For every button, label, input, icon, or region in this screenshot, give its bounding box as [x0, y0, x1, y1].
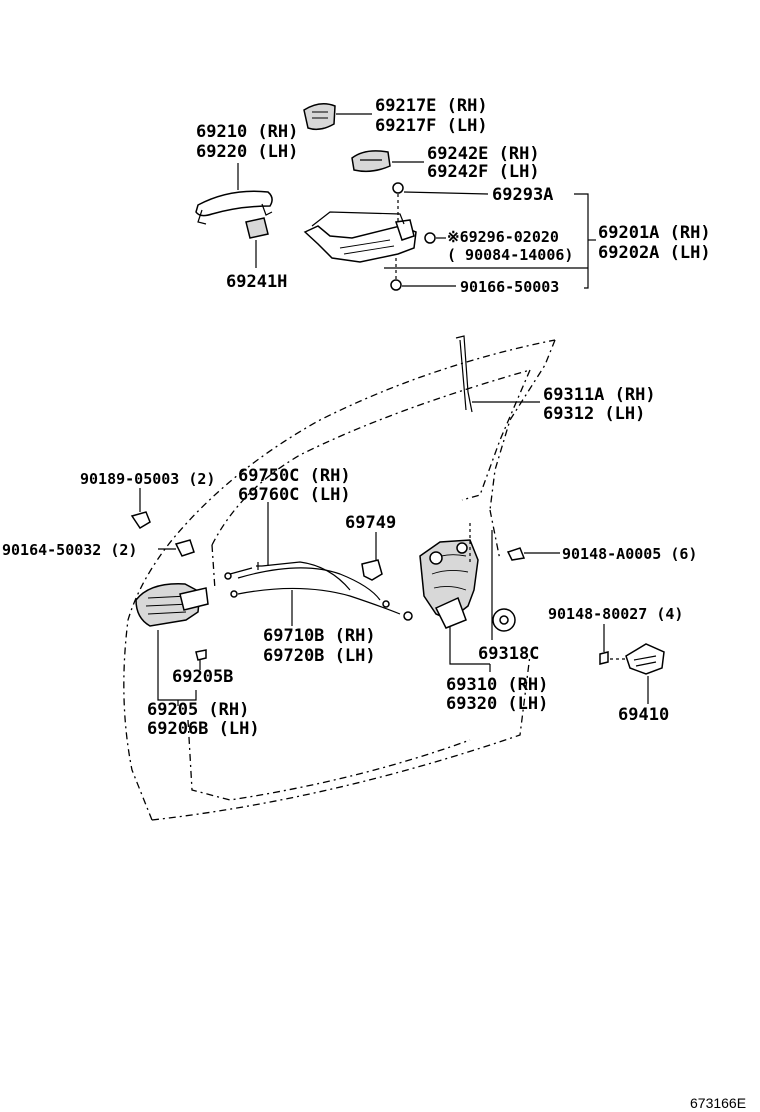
- cover-69241H: [245, 217, 269, 268]
- label-90148A: 90148-A0005 (6): [562, 545, 697, 563]
- label-69312: 69312 (LH): [543, 404, 645, 424]
- door-lock-69310: [419, 520, 491, 672]
- label-69220: 69220 (LH): [196, 142, 298, 162]
- label-69217E: 69217E (RH): [375, 96, 488, 116]
- gasket-69242: [351, 150, 424, 173]
- handle-frame-69201A: [303, 182, 596, 291]
- label-69320: 69320 (LH): [446, 694, 548, 714]
- label-69710B: 69710B (RH): [263, 626, 376, 646]
- label-69311A: 69311A (RH): [543, 385, 656, 405]
- screw-69205B: [195, 649, 207, 670]
- door-outline: [123, 339, 556, 821]
- lock-rod-69311A: [455, 335, 540, 413]
- label-69293A: 69293A: [492, 185, 553, 205]
- label-69242E: 69242E (RH): [427, 144, 540, 164]
- label-69318C: 69318C: [478, 644, 539, 664]
- striker-69410: [599, 624, 665, 704]
- label-69206B: 69206B (LH): [147, 719, 260, 739]
- cables-69710B: [224, 502, 413, 626]
- label-69760C: 69760C (LH): [238, 485, 351, 505]
- label-69296: ※69296-02020: [447, 228, 559, 246]
- clip-90189: [130, 488, 151, 530]
- label-69210: 69210 (RH): [196, 122, 298, 142]
- label-69241H: 69241H: [226, 272, 287, 292]
- label-69242F: 69242F (LH): [427, 162, 540, 182]
- screw-90164: [158, 539, 195, 557]
- screw-90148A: [506, 547, 560, 561]
- label-90189: 90189-05003 (2): [80, 470, 215, 488]
- label-69205: 69205 (RH): [147, 700, 249, 720]
- label-69749: 69749: [345, 513, 396, 533]
- clamp-69749: [361, 532, 383, 581]
- grommet-69318C: [491, 530, 516, 640]
- label-69202A: 69202A (LH): [598, 243, 711, 263]
- label-69310: 69310 (RH): [446, 675, 548, 695]
- part-labels: 69217E (RH) 69217F (LH) 69210 (RH) 69220…: [2, 96, 711, 739]
- pad-69217: [303, 103, 372, 131]
- label-69217F: 69217F (LH): [375, 116, 488, 136]
- outside-handle-69210: [195, 163, 273, 225]
- label-69720B: 69720B (LH): [263, 646, 376, 666]
- label-90164: 90164-50032 (2): [2, 541, 137, 559]
- label-90166: 90166-50003: [460, 278, 559, 296]
- label-69750C: 69750C (RH): [238, 466, 351, 486]
- inside-handle-69205: [135, 583, 209, 706]
- label-69205B: 69205B: [172, 667, 233, 687]
- label-90084: ( 90084-14006): [447, 246, 573, 264]
- diagram-code: 673166E: [690, 1095, 746, 1111]
- label-69201A: 69201A (RH): [598, 223, 711, 243]
- label-90148B: 90148-80027 (4): [548, 605, 683, 623]
- label-69410: 69410: [618, 705, 669, 725]
